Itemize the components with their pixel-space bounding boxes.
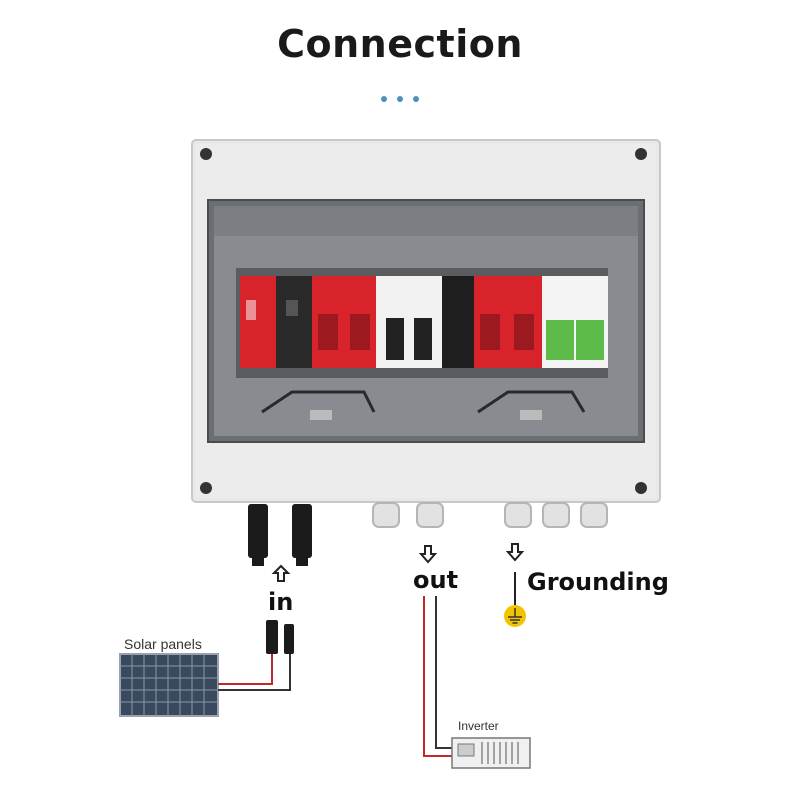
output-wire-red: [423, 596, 452, 757]
module-spd-1: [240, 276, 276, 368]
arrow-down-icon: [418, 545, 438, 564]
module-fuse-3: [474, 276, 508, 368]
mc4-mini-connector: [266, 620, 294, 654]
module-dc-isolator: [376, 276, 442, 368]
cover-latch: [310, 410, 332, 420]
solar-wire-red: [218, 654, 273, 685]
label-grounding: Grounding: [527, 568, 669, 596]
solar-panel: [119, 653, 219, 717]
cover-handle: [261, 390, 376, 414]
module-fuse-1: [312, 276, 344, 368]
label-inverter: Inverter: [458, 719, 499, 733]
label-out: out: [413, 566, 459, 594]
screw-icon: [635, 482, 647, 494]
screw-icon: [635, 148, 647, 160]
label-solar-panels: Solar panels: [124, 636, 202, 652]
module-terminal: [442, 276, 474, 368]
screw-icon: [200, 482, 212, 494]
cover-handle: [477, 390, 586, 414]
cover-latch: [520, 410, 542, 420]
ground-symbol-icon: [504, 605, 526, 627]
module-fuse-4: [508, 276, 542, 368]
cable-gland: [372, 502, 608, 528]
decor-dot: [381, 96, 387, 102]
mc4-connector-pair: [248, 504, 312, 566]
arrow-down-icon: [505, 543, 525, 562]
arrow-up-icon: [271, 564, 291, 582]
output-wire-black: [435, 596, 452, 749]
page-title: Connection: [277, 22, 523, 66]
module-ac-breaker: [542, 276, 608, 368]
decor-dot: [397, 96, 403, 102]
module-spd-2: [276, 276, 312, 368]
label-in: in: [268, 588, 294, 616]
decor-dot: [413, 96, 419, 102]
screw-icon: [200, 148, 212, 160]
inverter-device: [451, 737, 531, 769]
solar-wire-black: [218, 654, 291, 691]
module-fuse-2: [344, 276, 376, 368]
